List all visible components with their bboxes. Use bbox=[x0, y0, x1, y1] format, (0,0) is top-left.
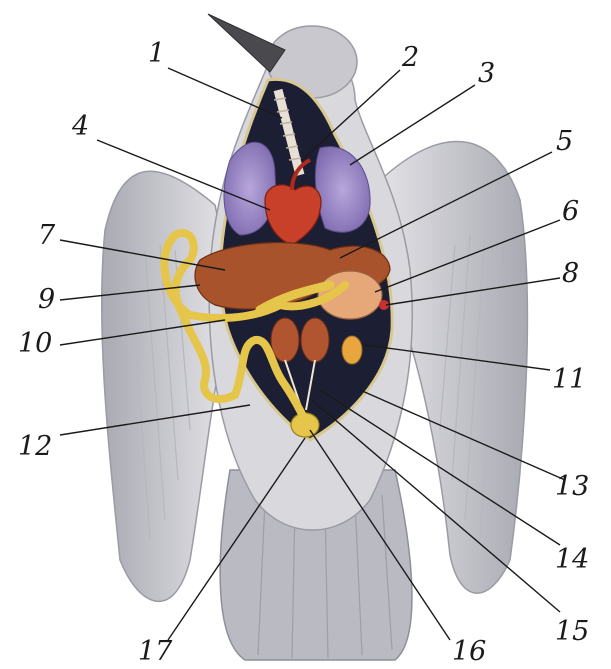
callout-11: 11 bbox=[552, 364, 586, 395]
callout-1: 1 bbox=[148, 38, 165, 69]
callout-14: 14 bbox=[555, 544, 589, 575]
callout-6: 6 bbox=[562, 196, 579, 227]
callout-2: 2 bbox=[401, 42, 419, 73]
left-kidney bbox=[271, 318, 299, 362]
callout-10: 10 bbox=[18, 328, 52, 359]
callout-12: 12 bbox=[18, 431, 52, 462]
callout-8: 8 bbox=[562, 258, 579, 289]
callout-16: 16 bbox=[452, 636, 486, 667]
callout-5: 5 bbox=[556, 126, 573, 157]
callout-17: 17 bbox=[138, 636, 173, 667]
callout-7: 7 bbox=[38, 220, 56, 251]
callout-13: 13 bbox=[555, 471, 589, 502]
callout-9: 9 bbox=[38, 284, 55, 315]
gonad bbox=[342, 336, 362, 364]
callout-15: 15 bbox=[555, 616, 589, 647]
right-kidney bbox=[301, 318, 329, 362]
callout-3: 3 bbox=[478, 58, 495, 89]
callout-4: 4 bbox=[71, 111, 89, 142]
